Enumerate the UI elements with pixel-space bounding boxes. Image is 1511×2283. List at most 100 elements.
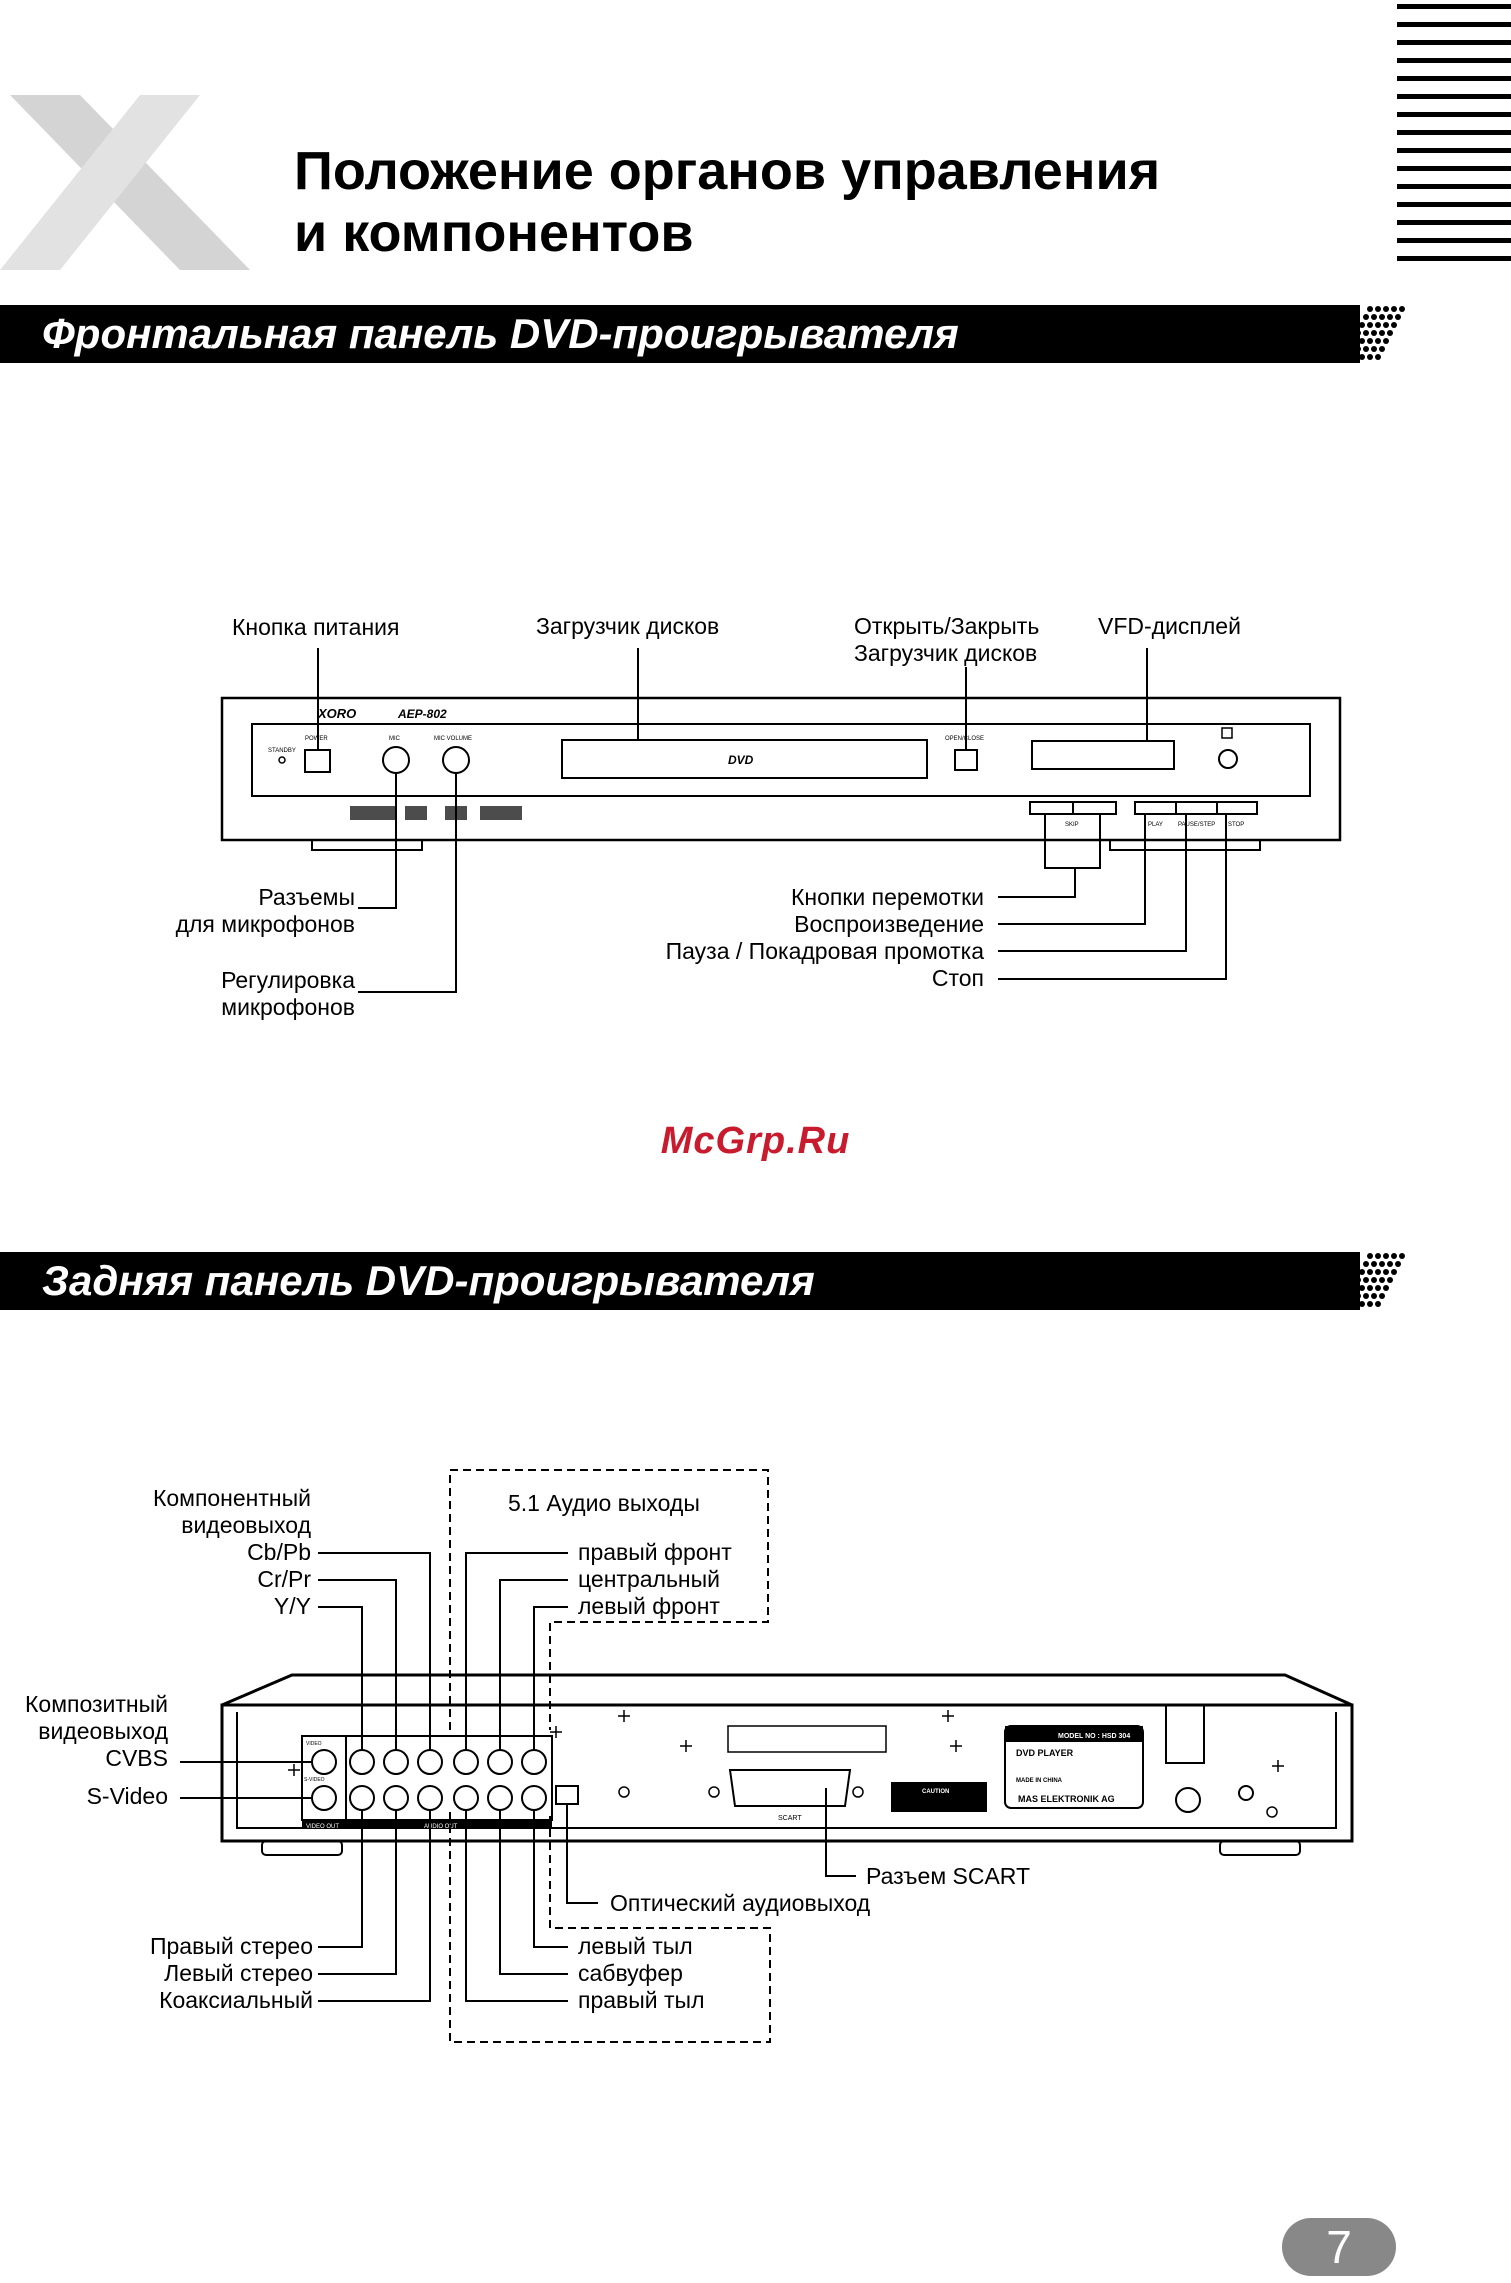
video-out-text: VIDEO OUT — [306, 1824, 339, 1830]
label-audio-51: 5.1 Аудио выходы — [508, 1490, 700, 1516]
label-svideo: S-Video — [86, 1783, 168, 1809]
front-skip-label: SKIP — [1065, 822, 1079, 828]
rear-right-jack — [453, 1785, 479, 1811]
scart-connector — [728, 1769, 852, 1807]
model-plate-company: MAS ELEKTRONIK AG — [1018, 1794, 1115, 1804]
rear-body-outline — [220, 1703, 1354, 1843]
component-cr-jack — [383, 1749, 409, 1775]
model-plate-origin: MADE IN CHINA — [1016, 1778, 1063, 1784]
label-disc-loader: Загрузчик дисков — [536, 613, 720, 639]
label-skip-buttons: Кнопки перемотки — [790, 884, 984, 910]
front-ir-sensor — [1218, 749, 1238, 769]
front-mic-label: MIC — [389, 736, 401, 742]
component-y-jack — [349, 1749, 375, 1775]
video-jack-text: VIDEO — [306, 1741, 322, 1747]
rear-panel-section-header: Задняя панель DVD-проигрывателя — [0, 1252, 1360, 1310]
cc-mark — [1175, 1787, 1201, 1813]
label-coaxial: Коаксиальный — [159, 1987, 313, 2013]
label-power-button: Кнопка питания — [232, 614, 400, 640]
label-composite-line2: видеовыход — [38, 1718, 168, 1744]
page-title-line1: Положение органов управления — [294, 141, 1161, 201]
scart-text: SCART — [778, 1815, 802, 1822]
caution-label — [891, 1782, 987, 1812]
label-pause-step: Пауза / Покадровая промотка — [665, 938, 984, 964]
label-mic-volume-line1: Регулировка — [221, 967, 355, 993]
front-left-jack — [453, 1749, 479, 1775]
page-title-line2: и компонентов — [294, 203, 694, 263]
model-plate-number: MODEL NO : HSD 304 — [1058, 1733, 1130, 1740]
front-play-label: PLAY — [1148, 822, 1163, 828]
svideo-jack-text: S-VIDEO — [304, 1777, 325, 1783]
label-composite-cvbs: CVBS — [105, 1745, 168, 1771]
subwoofer-jack — [487, 1785, 513, 1811]
label-rear-right: правый тыл — [578, 1987, 705, 2013]
label-subwoofer: сабвуфер — [578, 1960, 683, 1986]
label-rear-left: левый тыл — [578, 1933, 693, 1959]
front-model-label: AEP-802 — [397, 707, 447, 721]
stereo-right-jack — [349, 1785, 375, 1811]
label-stereo-right: Правый стерео — [149, 1933, 313, 1959]
front-play-pause-stop-buttons — [1134, 801, 1258, 815]
label-component-line2: видеовыход — [181, 1512, 311, 1538]
label-mic-volume-line2: микрофонов — [221, 994, 355, 1020]
label-stop: Стоп — [931, 965, 984, 991]
front-power-label: POWER — [305, 736, 328, 742]
front-foot-left — [311, 839, 423, 851]
front-body-outline — [220, 696, 1342, 842]
site-watermark: McGrp.Ru — [660, 1120, 851, 1162]
audio-out-text: AUDIO OUT — [424, 1824, 458, 1830]
label-vfd-display: VFD-дисплей — [1098, 613, 1241, 639]
rear-left-jack — [521, 1785, 547, 1811]
front-open-close-label: OPEN/CLOSE — [945, 736, 984, 742]
stereo-left-jack — [383, 1785, 409, 1811]
label-optical: Оптический аудиовыход — [610, 1890, 871, 1916]
front-dvd-logo: DVD — [728, 753, 754, 767]
rear-body-top — [221, 1673, 1353, 1707]
logo-x-watermark — [0, 95, 260, 275]
label-y: Y/Y — [273, 1593, 311, 1619]
front-standby-label: STANDBY — [268, 748, 296, 754]
front-inner-panel — [251, 723, 1311, 797]
cvbs-video-jack — [311, 1749, 337, 1775]
caution-text: CAUTION — [922, 1789, 949, 1795]
front-stop-label: STOP — [1228, 822, 1244, 828]
label-center: центральный — [578, 1566, 721, 1592]
front-mic-volume-label: MIC VOLUME — [434, 736, 472, 742]
audio-51-upper-box — [449, 1469, 769, 1730]
audio-out-block — [345, 1735, 553, 1821]
model-plate-product: DVD PLAYER — [1016, 1748, 1074, 1758]
stripes-decoration — [1397, 0, 1511, 275]
label-mic-jacks-line1: Разъемы — [258, 884, 355, 910]
front-panel-section-title: Фронтальная панель DVD-проигрывателя — [42, 310, 959, 357]
rear-panel-section-title: Задняя панель DVD-проигрывателя — [42, 1257, 815, 1304]
component-cb-jack — [417, 1749, 443, 1775]
front-right-jack — [521, 1749, 547, 1775]
front-vfd-display — [1031, 740, 1175, 770]
label-mic-jacks-line2: для микрофонов — [175, 911, 355, 937]
coaxial-jack — [417, 1785, 443, 1811]
label-scart: Разъем SCART — [866, 1863, 1031, 1889]
optical-jack — [555, 1785, 579, 1805]
front-disc-tray — [561, 739, 928, 779]
label-composite-line1: Композитный — [25, 1691, 168, 1717]
dolby-notice — [727, 1725, 887, 1753]
front-pause-label: PAUSE/STEP — [1178, 822, 1215, 828]
label-stereo-left: Левый стерео — [164, 1960, 313, 1986]
band-dots-decoration — [1340, 305, 1410, 363]
front-panel-section-header: Фронтальная панель DVD-проигрывателя — [0, 305, 1360, 363]
label-cr-pr: Cr/Pr — [257, 1566, 311, 1592]
page-number: 7 — [1282, 2218, 1396, 2276]
label-play: Воспроизведение — [794, 911, 984, 937]
label-open-close-line2: Загрузчик дисков — [854, 640, 1038, 666]
label-cb-pb: Cb/Pb — [247, 1539, 311, 1565]
audio-51-lower-box — [449, 1812, 771, 2043]
rear-tab — [1165, 1704, 1205, 1764]
center-jack — [487, 1749, 513, 1775]
label-open-close-line1: Открыть/Закрыть — [854, 613, 1040, 639]
front-brand-logo: XORO — [317, 706, 356, 721]
svideo-jack — [311, 1785, 337, 1811]
label-front-left: левый фронт — [578, 1593, 720, 1619]
front-panel-diagram: XORO AEP-802 STANDBY POWER MIC MIC VOLUM… — [220, 648, 1342, 993]
label-component-line1: Компонентный — [152, 1485, 311, 1511]
